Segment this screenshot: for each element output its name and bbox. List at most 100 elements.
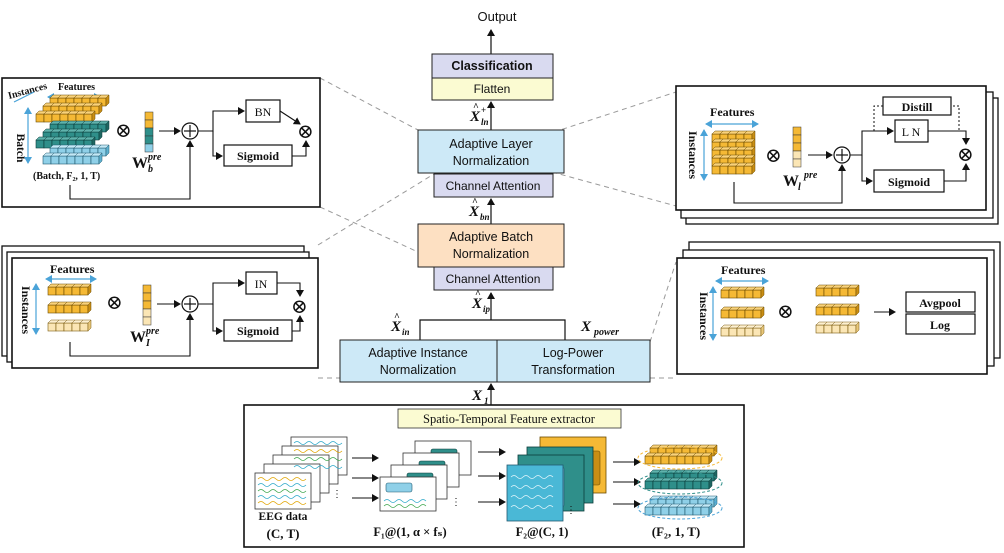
svg-text:^: ^ (475, 289, 481, 300)
stfe-title: Spatio-Temporal Feature extractor (423, 412, 596, 426)
output-feature-cubes (637, 444, 723, 520)
out-dims: (F₂, 1, T) (652, 524, 700, 539)
svg-text:⋮: ⋮ (451, 497, 461, 508)
x-1-symbol: X 1 (471, 388, 489, 406)
svg-text:^: ^ (394, 312, 400, 323)
output-label: Output (477, 9, 516, 24)
f2-to-out-arrows (613, 458, 641, 508)
f2-feature-maps: ⋮ (506, 436, 607, 522)
wb-symbol: W (132, 155, 148, 172)
svg-text:pre: pre (145, 326, 160, 337)
adaptive-instance-norm-block (339, 339, 498, 383)
classification-block (431, 53, 554, 79)
layer-norm-panel: Features Instances ⊗ W l pre (675, 85, 999, 225)
x-power-symbol: X power (580, 319, 619, 338)
bn-label: BN (255, 105, 272, 119)
layer-cube-block (711, 130, 756, 175)
eeg-to-f1-arrows (352, 454, 379, 502)
ca-top-label: Channel Attention (446, 179, 541, 193)
batch-label: Batch (14, 134, 26, 163)
svg-text:bn: bn (480, 212, 490, 222)
classification-label: Classification (451, 59, 532, 73)
batch-norm-panel: Features Instances Batch (Batch, F₂, 1, … (1, 77, 321, 208)
svg-text:X: X (580, 319, 592, 335)
batch-dims-label: (Batch, F₂, 1, T) (33, 171, 100, 182)
svg-text:ip: ip (483, 304, 491, 314)
log-power-block (496, 339, 651, 383)
svg-text:^: ^ (472, 197, 478, 208)
channel-attention-top-block (433, 173, 554, 198)
stfe-title-box (397, 408, 622, 429)
eeg-dims: (C, T) (267, 526, 300, 541)
f2-label: F₂@(C, 1) (516, 525, 569, 539)
instance-instances-label: Instances (19, 286, 33, 334)
layer-instances-label: Instances (686, 131, 700, 179)
power-instances-label: Instances (697, 292, 711, 340)
svg-text:ln: ln (481, 117, 489, 127)
instance-sigmoid-label: Sigmoid (237, 324, 279, 338)
power-features-label: Features (721, 263, 766, 277)
flatten-label: Flatten (474, 82, 511, 96)
adaptive-batch-norm-block (417, 223, 565, 268)
svg-text:X: X (469, 109, 481, 125)
svg-text:^: ^ (473, 102, 479, 113)
in-label: IN (255, 277, 268, 291)
x-ip-symbol: X ip ^ (471, 289, 491, 314)
svg-text:⊗: ⊗ (957, 144, 974, 166)
layer-features-label: Features (710, 105, 755, 119)
layer-sigmoid-label: Sigmoid (888, 175, 930, 189)
log-label: Log (930, 318, 950, 332)
lpt-line2: Transformation (531, 363, 615, 377)
x-in-symbol: X in ^ (390, 312, 410, 337)
svg-text:+: + (481, 105, 486, 115)
eeg-data-stack: ⋮ (254, 436, 348, 510)
svg-text:⋮: ⋮ (566, 505, 576, 516)
svg-text:X: X (468, 204, 480, 220)
aln-line2: Normalization (453, 154, 529, 168)
f1-label: F₁@(1, α × fₛ) (373, 525, 446, 539)
abn-line1: Adaptive Batch (449, 230, 533, 244)
svg-text:b: b (148, 164, 153, 175)
leader-lines (317, 77, 677, 379)
eeg-label: EEG data (259, 511, 308, 523)
distill-label: Distill (902, 100, 933, 114)
svg-text:⊗: ⊗ (115, 120, 132, 142)
merge-lines (419, 319, 566, 340)
ca-bottom-label: Channel Attention (446, 272, 541, 286)
batch-features-label: Features (58, 82, 95, 93)
svg-text:⊗: ⊗ (777, 301, 794, 323)
svg-text:power: power (593, 327, 619, 338)
ain-line1: Adaptive Instance (368, 346, 467, 360)
abn-line2: Normalization (453, 247, 529, 261)
svg-text:⊗: ⊗ (765, 145, 782, 167)
svg-text:I: I (145, 338, 151, 349)
svg-text:X: X (471, 388, 483, 404)
svg-text:X: X (471, 296, 483, 312)
channel-attention-bottom-block (433, 266, 554, 291)
aln-line1: Adaptive Layer (449, 137, 532, 151)
batch-sigmoid-label: Sigmoid (237, 149, 279, 163)
ln-label: L N (902, 125, 921, 139)
f1-feature-maps: ⋮ (379, 440, 472, 512)
log-power-panel: Features Instances ⊗ Avgpool Log (676, 241, 1001, 375)
wi-symbol: W (130, 329, 146, 346)
x-bn-symbol: X bn ^ (468, 197, 490, 222)
svg-text:⊗: ⊗ (291, 296, 308, 318)
ain-line2: Normalization (380, 363, 456, 377)
instance-features-label: Features (50, 262, 95, 276)
adaptive-layer-norm-block (417, 129, 565, 174)
svg-text:⊗: ⊗ (297, 121, 314, 143)
svg-text:pre: pre (147, 152, 162, 163)
svg-text:⊗: ⊗ (106, 292, 123, 314)
x-ln-symbol: X ln ^ + (469, 102, 489, 127)
svg-text:l: l (798, 182, 801, 193)
svg-text:X: X (390, 319, 402, 335)
f1-to-f2-arrows (478, 448, 506, 506)
lpt-line1: Log-Power (543, 346, 603, 360)
svg-text:1: 1 (484, 396, 489, 406)
avgpool-label: Avgpool (919, 296, 961, 310)
svg-text:pre: pre (803, 170, 818, 181)
svg-text:in: in (402, 327, 410, 337)
instance-norm-panel: Features Instances ⊗ W I pre IN Sigmoid … (1, 245, 319, 369)
